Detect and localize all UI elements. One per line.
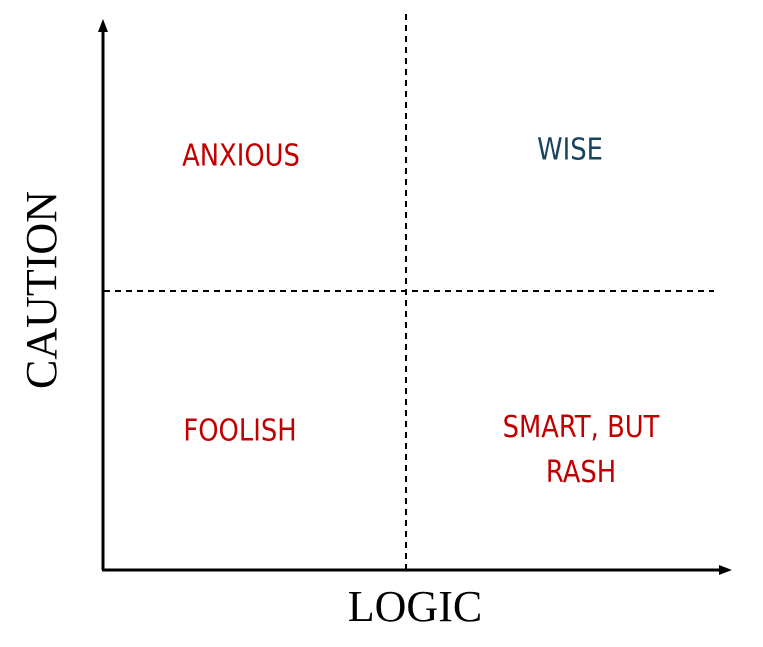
y-axis-arrowhead bbox=[98, 19, 108, 32]
y-axis-label: CAUTION bbox=[17, 191, 66, 389]
quadrant-top-right-label: WISE bbox=[537, 132, 603, 168]
x-axis-arrowhead bbox=[719, 565, 732, 575]
quadrant-bottom-left-label: FOOLISH bbox=[183, 413, 297, 449]
quadrant-bottom-right-line2: RASH bbox=[545, 455, 617, 490]
quadrant-top-left-label: ANXIOUS bbox=[182, 138, 300, 174]
quadrant-bottom-right-label: SMART, BUT RASH bbox=[503, 405, 660, 495]
quadrant-bottom-right-line1: SMART, BUT bbox=[502, 410, 660, 445]
x-axis-label: LOGIC bbox=[347, 582, 483, 631]
